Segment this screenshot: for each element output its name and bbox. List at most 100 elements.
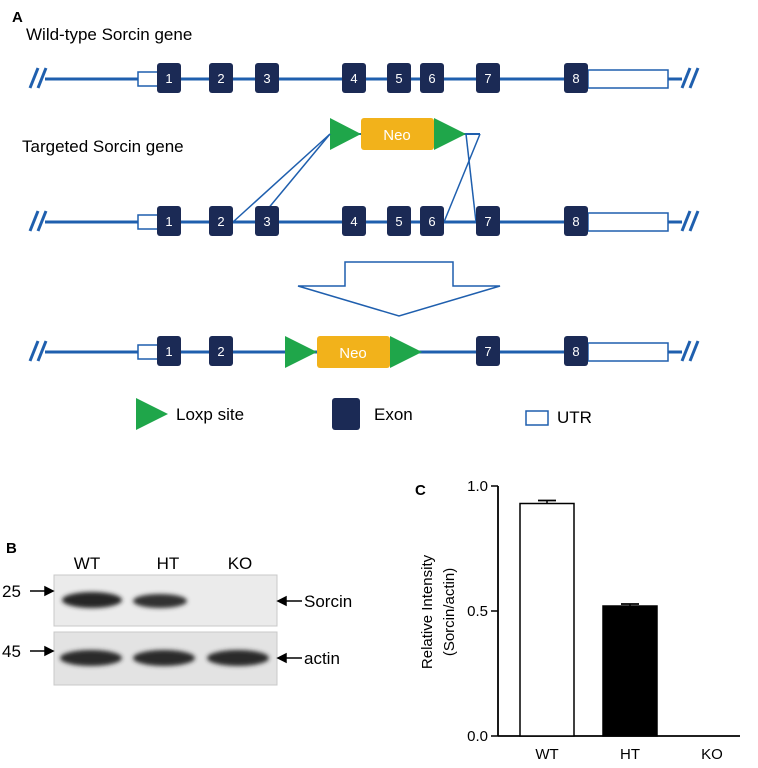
arrow-right-icon bbox=[30, 645, 55, 657]
recombined-gene-diagram: Neo 1 2 7 8 bbox=[28, 336, 700, 368]
crossover-lines bbox=[232, 133, 481, 223]
exon-7 bbox=[476, 336, 500, 366]
exon-2 bbox=[209, 206, 233, 236]
y-axis-label-line: Relative Intensity bbox=[419, 554, 436, 669]
exon-4 bbox=[342, 63, 366, 93]
bar-wt bbox=[519, 502, 575, 737]
loxp-site-icon bbox=[390, 336, 422, 368]
x-tick-label: KO bbox=[701, 746, 723, 763]
exon-number: 8 bbox=[572, 214, 579, 229]
exon-4 bbox=[342, 206, 366, 236]
exon-2 bbox=[209, 63, 233, 93]
x-tick-label: WT bbox=[535, 746, 558, 763]
exon-1 bbox=[157, 206, 181, 236]
y-tick-label: 0.5 bbox=[467, 603, 488, 620]
legend-utr-icon bbox=[525, 410, 549, 426]
y-tick-label: 1.0 bbox=[467, 478, 488, 495]
exon-number: 8 bbox=[572, 344, 579, 359]
utr-5prime bbox=[137, 214, 161, 230]
exon-number: 6 bbox=[428, 214, 435, 229]
y-axis-label: Relative Intensity (Sorcin/actin) bbox=[419, 554, 458, 669]
utr-3prime bbox=[587, 212, 669, 232]
arrow-right-icon bbox=[30, 585, 55, 597]
lane-label-ko: KO bbox=[228, 554, 253, 573]
neo-cassette bbox=[317, 336, 390, 368]
gene-break-left-icon bbox=[28, 340, 48, 362]
exon-number: 2 bbox=[217, 71, 224, 86]
band-sorcin-wt bbox=[62, 592, 122, 608]
arrow-left-icon bbox=[276, 652, 302, 664]
exon-number: 1 bbox=[165, 344, 172, 359]
exon-1 bbox=[157, 336, 181, 366]
gene-break-right-icon bbox=[680, 210, 700, 232]
legend: Loxp site Exon UTR bbox=[136, 398, 592, 430]
exon-number: 4 bbox=[350, 71, 357, 86]
exon-8 bbox=[564, 63, 588, 93]
utr-5prime bbox=[137, 344, 161, 360]
exon-6 bbox=[420, 63, 444, 93]
panel-label-c: C bbox=[415, 482, 426, 499]
exon-6 bbox=[420, 206, 444, 236]
exon-8 bbox=[564, 336, 588, 366]
utr-5prime bbox=[137, 71, 161, 87]
neo-cassette bbox=[361, 118, 434, 150]
exon-number: 7 bbox=[484, 71, 491, 86]
wildtype-gene-diagram: 1 2 3 4 5 6 7 8 bbox=[28, 63, 700, 93]
western-blot: WT HT KO 25 45 Sorcin bbox=[2, 554, 352, 686]
lane-label-wt: WT bbox=[74, 554, 100, 573]
exon-number: 4 bbox=[350, 214, 357, 229]
exon-3 bbox=[255, 206, 279, 236]
band-actin-wt bbox=[60, 650, 122, 666]
panel-label-b: B bbox=[6, 540, 17, 557]
exon-number: 8 bbox=[572, 71, 579, 86]
panel-label-a: A bbox=[12, 9, 23, 26]
band-label-sorcin: Sorcin bbox=[304, 592, 352, 611]
gene-break-left-icon bbox=[28, 210, 48, 232]
exon-1 bbox=[157, 63, 181, 93]
exon-7 bbox=[476, 63, 500, 93]
exon-number: 2 bbox=[217, 344, 224, 359]
band-actin-ht bbox=[133, 650, 195, 666]
exon-number: 1 bbox=[165, 214, 172, 229]
x-tick-label: HT bbox=[620, 746, 640, 763]
exon-number: 5 bbox=[395, 71, 402, 86]
exon-7 bbox=[476, 206, 500, 236]
legend-loxp-label: Loxp site bbox=[176, 405, 244, 424]
loxp-site-icon bbox=[285, 336, 317, 368]
y-axis-label-line: (Sorcin/actin) bbox=[441, 568, 458, 656]
y-tick-label: 0.0 bbox=[467, 728, 488, 745]
loxp-site-icon bbox=[434, 118, 466, 150]
exon-number: 3 bbox=[263, 214, 270, 229]
exon-number: 7 bbox=[484, 344, 491, 359]
arrow-left-icon bbox=[276, 595, 302, 607]
legend-exon-label: Exon bbox=[374, 405, 413, 424]
down-arrow-icon bbox=[297, 261, 501, 317]
wildtype-gene-title: Wild-type Sorcin gene bbox=[26, 25, 192, 44]
targeted-gene-title: Targeted Sorcin gene bbox=[22, 137, 184, 156]
marker-label-45: 45 bbox=[2, 642, 21, 661]
exon-5 bbox=[387, 63, 411, 93]
targeting-construct: Neo bbox=[232, 118, 481, 223]
exon-3 bbox=[255, 63, 279, 93]
exon-5 bbox=[387, 206, 411, 236]
band-actin-ko bbox=[207, 650, 269, 666]
utr-3prime bbox=[587, 69, 669, 89]
exon-number: 1 bbox=[165, 71, 172, 86]
exon-8 bbox=[564, 206, 588, 236]
legend-utr-label: UTR bbox=[557, 408, 592, 427]
neo-label: Neo bbox=[339, 345, 367, 362]
legend-exon-icon bbox=[332, 398, 360, 430]
targeted-gene-diagram: 1 2 3 4 5 6 7 8 bbox=[28, 206, 700, 236]
exon-number: 6 bbox=[428, 71, 435, 86]
gene-break-right-icon bbox=[680, 340, 700, 362]
utr-3prime bbox=[587, 342, 669, 362]
bar-ht bbox=[602, 605, 658, 737]
band-label-actin: actin bbox=[304, 649, 340, 668]
exon-number: 5 bbox=[395, 214, 402, 229]
marker-label-25: 25 bbox=[2, 582, 21, 601]
exon-number: 2 bbox=[217, 214, 224, 229]
band-sorcin-ht bbox=[133, 594, 187, 608]
legend-loxp-icon bbox=[136, 398, 168, 430]
